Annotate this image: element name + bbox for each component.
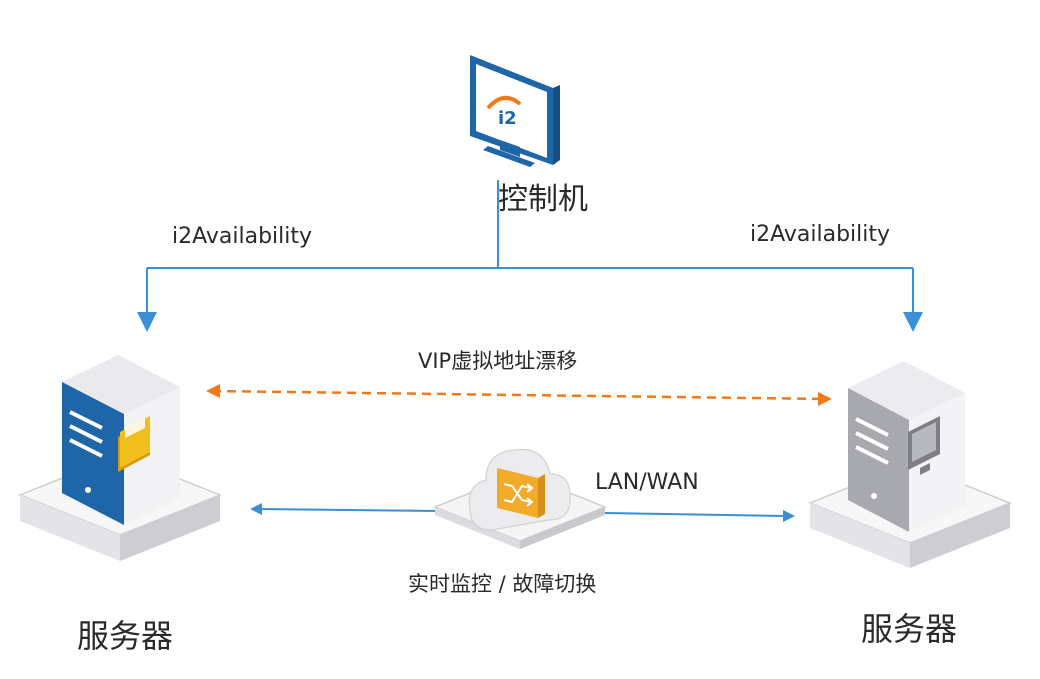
network-cloud — [432, 448, 608, 549]
server-right-label: 服务器 — [861, 610, 958, 648]
monitor-failover-label: 实时监控 / 故障切换 — [408, 572, 597, 596]
folder-icon — [118, 416, 150, 472]
shuffle-icon — [497, 468, 545, 518]
server-right — [807, 361, 1013, 568]
monitor-icon: i2 — [470, 55, 560, 167]
vip-label: VIP虚拟地址漂移 — [418, 349, 578, 373]
server-left — [17, 355, 223, 561]
vip-arrow — [206, 384, 832, 406]
management-links — [137, 180, 923, 332]
i2-logo: i2 — [498, 108, 517, 129]
monitor-arrows — [250, 503, 795, 522]
monitor-small-icon — [908, 416, 940, 475]
network-label: LAN/WAN — [595, 470, 699, 495]
server-left-label: 服务器 — [77, 617, 174, 655]
control-machine-label: 控制机 — [498, 182, 588, 217]
left-availability-label: i2Availability — [172, 224, 313, 249]
right-availability-label: i2Availability — [750, 222, 891, 247]
